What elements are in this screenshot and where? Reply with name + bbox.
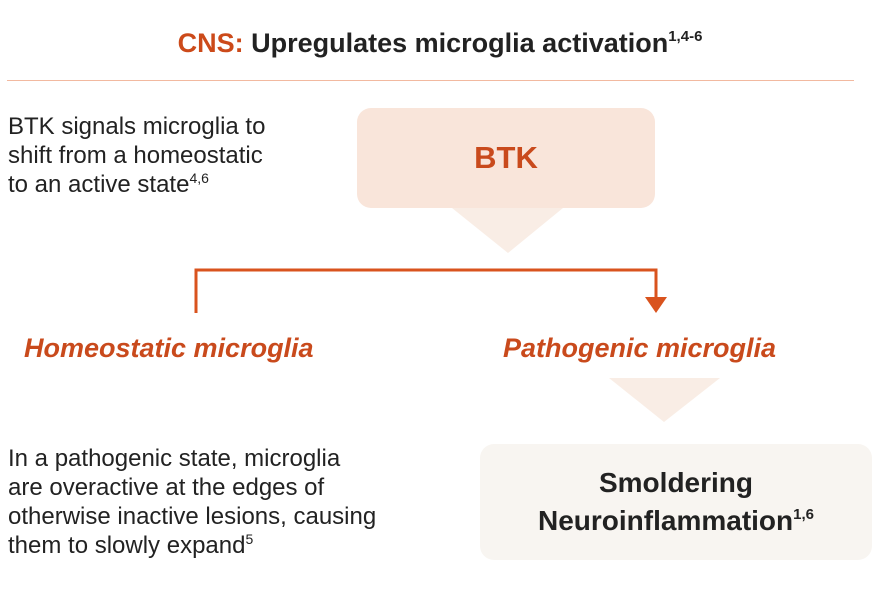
bottom-note-line-3: otherwise inactive lesions, causing <box>8 503 377 530</box>
homeostatic-label: Homeostatic microglia <box>24 333 314 363</box>
result-superscript: 1,6 <box>793 506 814 523</box>
top-note-line-2: shift from a homeostatic <box>8 142 263 169</box>
result-line-2: Neuroinflammation1,6 <box>538 502 814 540</box>
bottom-note-line-1: In a pathogenic state, microglia <box>8 445 341 472</box>
btk-box: BTK <box>357 108 655 208</box>
top-note-line-1: BTK signals microglia to <box>8 113 266 140</box>
title-superscript: 1,4-6 <box>668 28 703 45</box>
btk-label: BTK <box>474 140 538 175</box>
result-line-1: Smoldering <box>598 467 753 498</box>
bottom-note-superscript: 5 <box>245 531 254 547</box>
top-note-line-3: to an active state4,6 <box>8 170 265 199</box>
pathogenic-pointer-triangle <box>609 378 720 422</box>
branch-arrowhead <box>645 297 667 313</box>
smoldering-neuroinflammation-box: Smoldering Neuroinflammation1,6 <box>480 444 872 560</box>
title-divider <box>7 80 854 81</box>
title-text: Upregulates microglia activation <box>251 28 669 58</box>
result-line-2-text: Neuroinflammation <box>538 505 794 536</box>
bottom-note-line-4-text: them to slowly expand <box>8 532 246 559</box>
pathogenic-label: Pathogenic microglia <box>503 333 777 363</box>
top-note: BTK signals microglia to shift from a ho… <box>8 112 265 199</box>
branch-connector <box>194 268 658 313</box>
top-note-line-3-text: to an active state <box>8 171 190 198</box>
bottom-note-line-2: are overactive at the edges of <box>8 474 325 501</box>
bottom-note-line-4: them to slowly expand5 <box>8 531 376 560</box>
title-prefix: CNS: <box>177 28 244 58</box>
btk-pointer-triangle <box>452 208 563 253</box>
bottom-note: In a pathogenic state, microglia are ove… <box>8 444 376 560</box>
page-title: CNS: Upregulates microglia activation1,4… <box>0 28 880 59</box>
top-note-superscript: 4,6 <box>189 170 209 186</box>
